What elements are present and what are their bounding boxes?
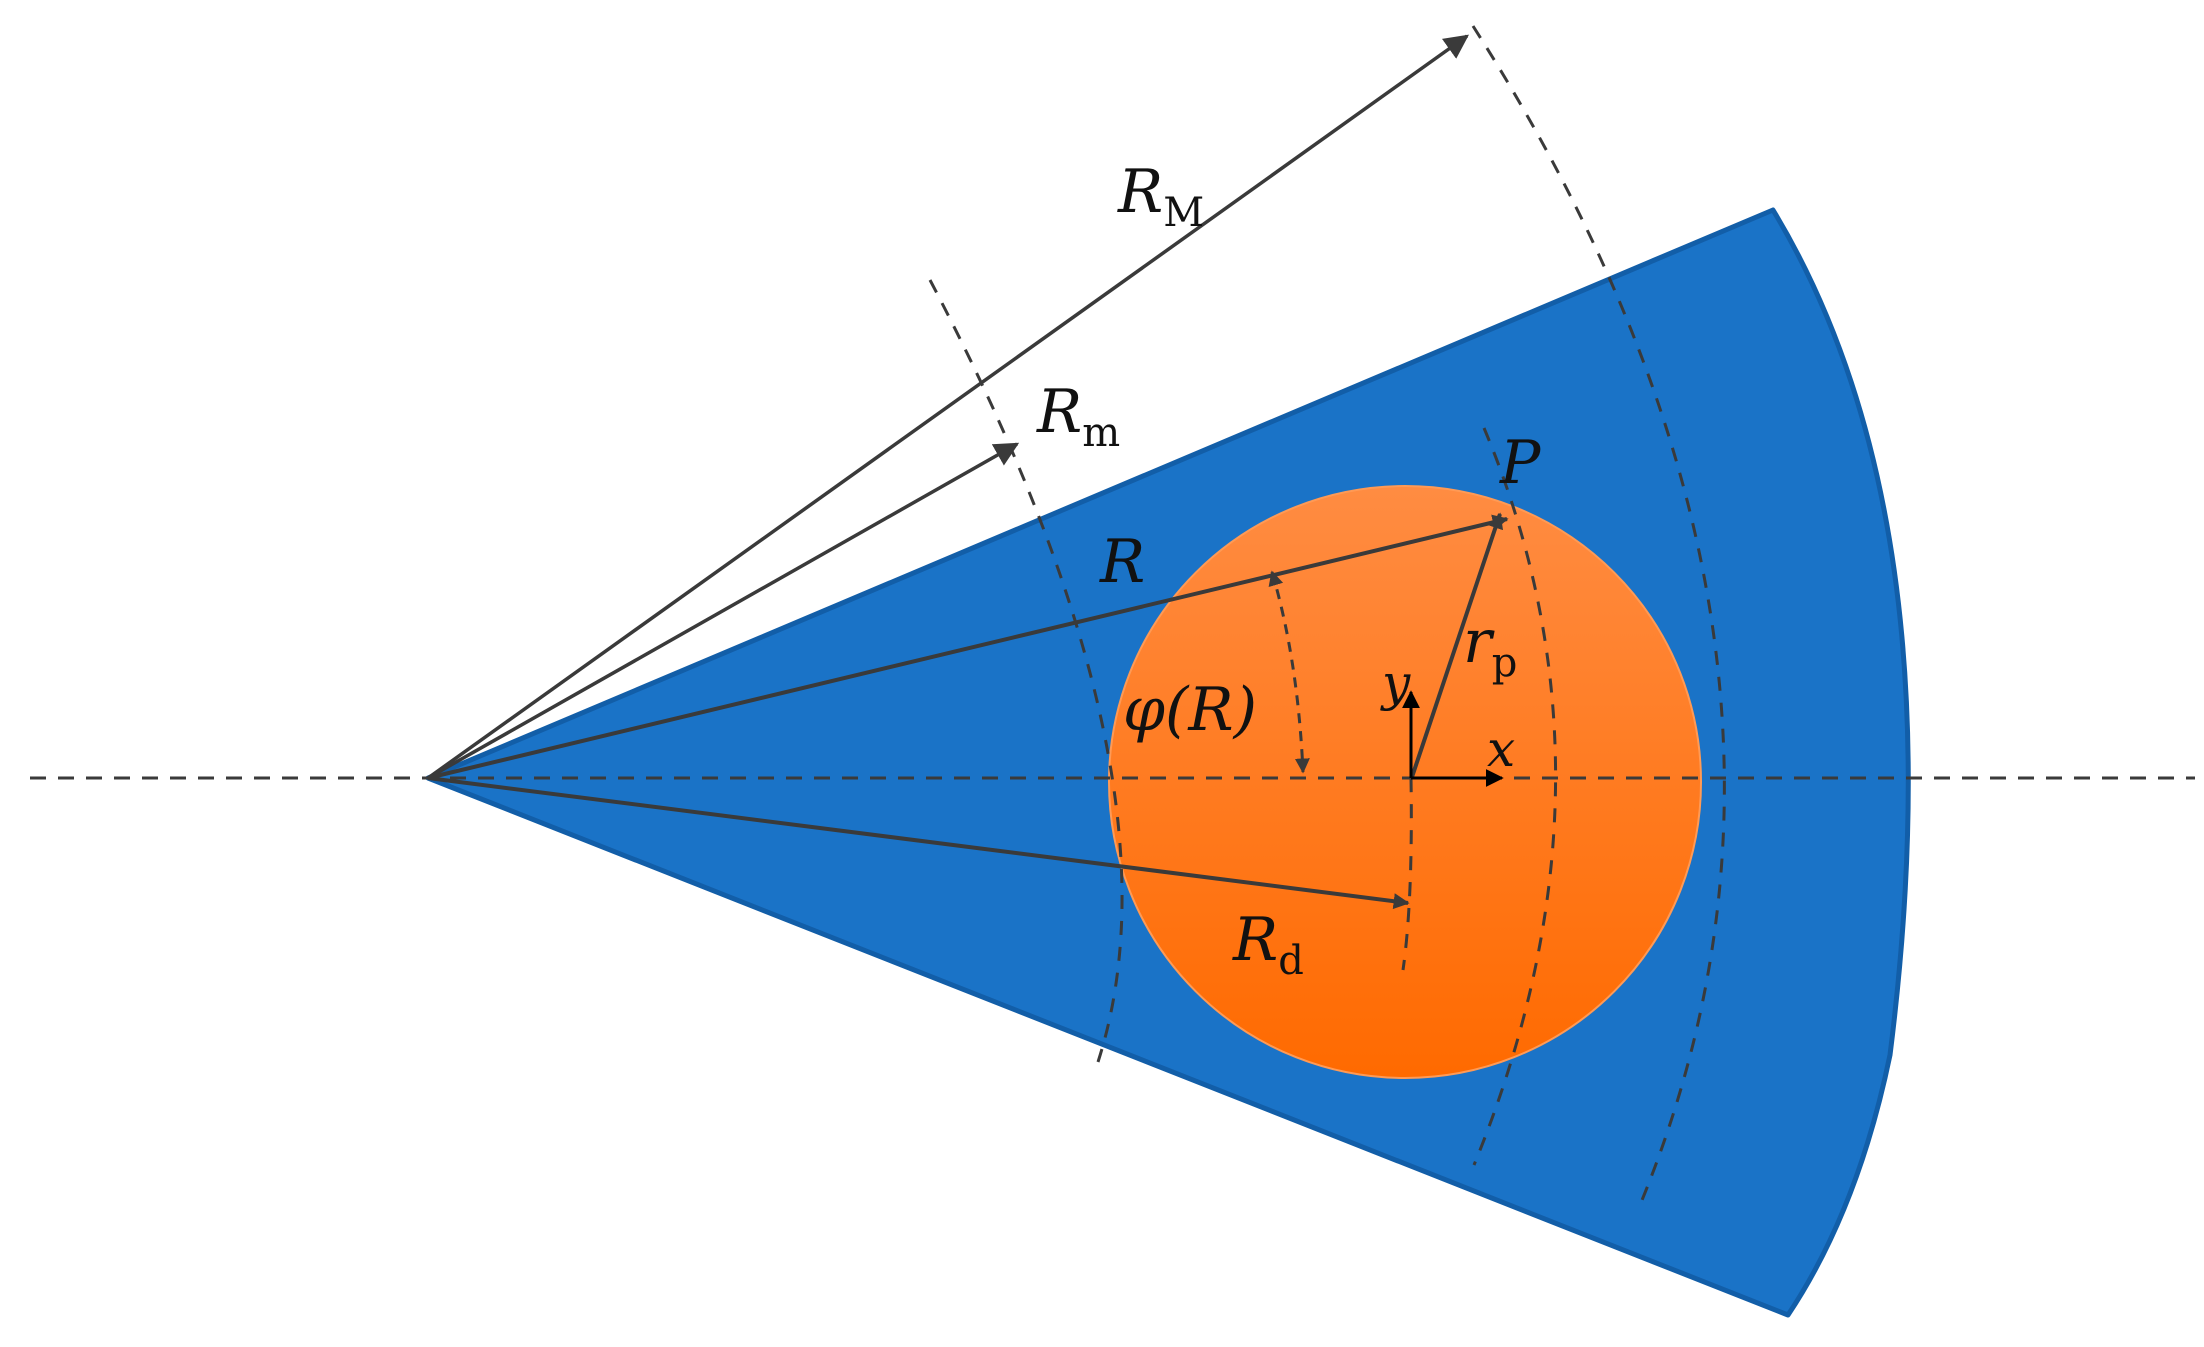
phi-angle-arc bbox=[1268, 570, 1310, 774]
label-r-max: RM bbox=[1117, 157, 1204, 236]
label-x: x bbox=[1487, 720, 1515, 778]
label-r-min: Rm bbox=[1036, 377, 1120, 456]
arc-r-max bbox=[1471, 25, 1726, 1206]
label-y: y bbox=[1380, 654, 1411, 712]
label-r-d: Rd bbox=[1232, 905, 1304, 984]
r-arrow bbox=[427, 514, 1509, 780]
arc-r-particle bbox=[1472, 427, 1557, 1166]
arc-r-d bbox=[1401, 777, 1413, 971]
label-r-p: rp bbox=[1463, 607, 1517, 686]
label-p: P bbox=[1499, 428, 1542, 498]
label-r: R bbox=[1099, 527, 1145, 597]
label-phi: φ(R) bbox=[1123, 675, 1257, 745]
arc-r-min bbox=[928, 279, 1124, 1063]
r-d-arrow bbox=[427, 776, 1410, 910]
r-p-arrow bbox=[1410, 512, 1504, 778]
r-min-arrow bbox=[427, 442, 1020, 780]
particle-circle bbox=[1108, 485, 1702, 1079]
r-max-arrow bbox=[426, 34, 1469, 780]
